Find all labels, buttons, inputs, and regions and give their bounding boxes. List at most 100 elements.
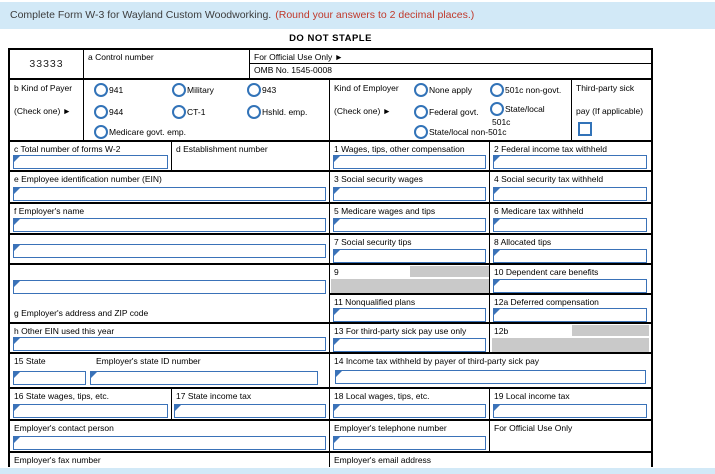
official-use-cell: For Official Use Only ► OMB No. 1545-000… (250, 50, 651, 80)
radio-none-apply[interactable] (414, 83, 428, 97)
box-13-cell: 13 For third-party sick pay use only (330, 324, 490, 354)
kind-of-employer-label: Kind of Employer (334, 83, 399, 93)
fax-cell: Employer's fax number (10, 453, 330, 467)
radio-state-local-non-501c[interactable] (414, 125, 428, 139)
email-label: Employer's email address (334, 455, 432, 465)
telephone-label: Employer's telephone number (334, 423, 447, 433)
input-other-ein[interactable] (13, 337, 326, 351)
kind-of-employer-check-one: (Check one) ► (334, 106, 392, 116)
box-8-cell: 8 Allocated tips (490, 235, 651, 265)
input-box-10-dependent-care[interactable] (493, 279, 647, 293)
input-corner-marker-icon (14, 219, 20, 225)
box-2-cell: 2 Federal income tax withheld (490, 142, 651, 172)
third-party-sick-pay-cell: Third-party sick pay (If applicable) (572, 80, 651, 142)
w3-form: 33333 a Control number For Official Use … (8, 48, 653, 467)
official-use-only-cell: For Official Use Only (490, 421, 651, 453)
box-15-state-id-label: Employer's state ID number (96, 356, 201, 366)
input-corner-marker-icon (334, 437, 340, 443)
kind-of-payer-label: b Kind of Payer (14, 83, 73, 93)
box-18-label: 18 Local wages, tips, etc. (334, 391, 430, 401)
kind-of-payer-options-cell: 941 Military 943 944 CT-1 Hshld. emp. Me… (84, 80, 330, 142)
box-16-cell: 16 State wages, tips, etc. (10, 389, 172, 421)
radio-medicare-govt-emp[interactable] (94, 125, 108, 139)
box-5-cell: 5 Medicare wages and tips (330, 204, 490, 235)
input-box-3-ss-wages[interactable] (333, 187, 486, 201)
input-telephone[interactable] (333, 436, 486, 450)
radio-federal-govt[interactable] (414, 105, 428, 119)
box-1-label: 1 Wages, tips, other compensation (334, 144, 465, 154)
box-5-label: 5 Medicare wages and tips (334, 206, 436, 216)
box-e-label: e Employee identification number (EIN) (14, 174, 162, 184)
input-box-14-third-party-tax[interactable] (335, 370, 646, 384)
input-corner-marker-icon (494, 309, 500, 315)
box-9-label: 9 (334, 267, 339, 277)
input-box-16-state-wages[interactable] (13, 404, 168, 418)
box-14-cell: 14 Income tax withheld by payer of third… (330, 354, 651, 389)
input-corner-marker-icon (334, 188, 340, 194)
input-total-forms-w2[interactable] (13, 155, 168, 169)
input-box-6-medicare-tax[interactable] (493, 218, 647, 232)
input-box-11-nonqualified[interactable] (333, 308, 486, 322)
input-employer-name[interactable] (13, 218, 326, 232)
radio-501c-non-govt[interactable] (490, 83, 504, 97)
input-box-7-ss-tips[interactable] (333, 249, 486, 263)
box-4-cell: 4 Social security tax withheld (490, 172, 651, 204)
radio-hshld-emp[interactable] (247, 105, 261, 119)
box-f-cell: f Employer's name (10, 204, 330, 235)
input-ein[interactable] (13, 187, 326, 201)
box-17-cell: 17 State income tax (172, 389, 330, 421)
radio-ct-1[interactable] (172, 105, 186, 119)
input-employer-address[interactable] (13, 280, 326, 294)
box-15-state-label: 15 State (14, 356, 46, 366)
box-17-label: 17 State income tax (176, 391, 252, 401)
input-state[interactable] (13, 371, 86, 385)
input-box-4-ss-tax[interactable] (493, 187, 647, 201)
radio-944-label: 944 (109, 107, 124, 117)
kind-of-employer-cell: Kind of Employer (Check one) ► None appl… (330, 80, 572, 142)
input-box-13-third-party[interactable] (333, 338, 486, 352)
input-state-id-number[interactable] (90, 371, 318, 385)
instruction-banner: Complete Form W-3 for Wayland Custom Woo… (0, 2, 715, 29)
do-not-staple-heading: DO NOT STAPLE (289, 33, 372, 44)
box-a-cell: a Control number (84, 50, 250, 80)
input-box-12a-deferred[interactable] (493, 308, 647, 322)
radio-hshld-emp-label: Hshld. emp. (262, 107, 308, 117)
radio-state-local-501c-wrap-label: 501c (492, 117, 511, 127)
input-corner-marker-icon (14, 338, 20, 344)
contact-person-cell: Employer's contact person (10, 421, 330, 453)
input-corner-marker-icon (494, 280, 500, 286)
input-corner-marker-icon (334, 219, 340, 225)
input-corner-marker-icon (14, 437, 20, 443)
box-12a-cell: 12a Deferred compensation (490, 295, 651, 324)
bottom-page-strip (0, 468, 715, 474)
control-code-cell: 33333 (10, 50, 84, 80)
radio-943[interactable] (247, 83, 261, 97)
input-box-1-wages[interactable] (333, 155, 486, 169)
input-contact-person[interactable] (13, 436, 326, 450)
radio-state-local-501c[interactable] (490, 102, 504, 116)
input-box-8-allocated-tips[interactable] (493, 249, 647, 263)
input-corner-marker-icon (14, 372, 20, 378)
input-box-2-federal-tax[interactable] (493, 155, 647, 169)
radio-941[interactable] (94, 83, 108, 97)
input-box-5-medicare-wages[interactable] (333, 218, 486, 232)
telephone-cell: Employer's telephone number (330, 421, 490, 453)
box-1-cell: 1 Wages, tips, other compensation (330, 142, 490, 172)
input-corner-marker-icon (14, 281, 20, 287)
box-d-cell: d Establishment number (172, 142, 330, 172)
checkbox-third-party-sick-pay[interactable] (578, 122, 592, 136)
input-employer-name-line2[interactable] (13, 244, 326, 258)
kind-of-payer-check-one: (Check one) ► (14, 106, 72, 116)
radio-944[interactable] (94, 105, 108, 119)
input-box-17-state-tax[interactable] (174, 404, 326, 418)
box-12b-disabled-area (572, 325, 649, 336)
box-c-cell: c Total number of forms W-2 (10, 142, 172, 172)
fax-label: Employer's fax number (14, 455, 101, 465)
input-box-19-local-tax[interactable] (493, 404, 647, 418)
radio-military[interactable] (172, 83, 186, 97)
box-8-label: 8 Allocated tips (494, 237, 552, 247)
box-9-disabled-area (410, 266, 489, 277)
box-4-label: 4 Social security tax withheld (494, 174, 604, 184)
input-box-18-local-wages[interactable] (333, 404, 486, 418)
radio-military-label: Military (187, 85, 214, 95)
